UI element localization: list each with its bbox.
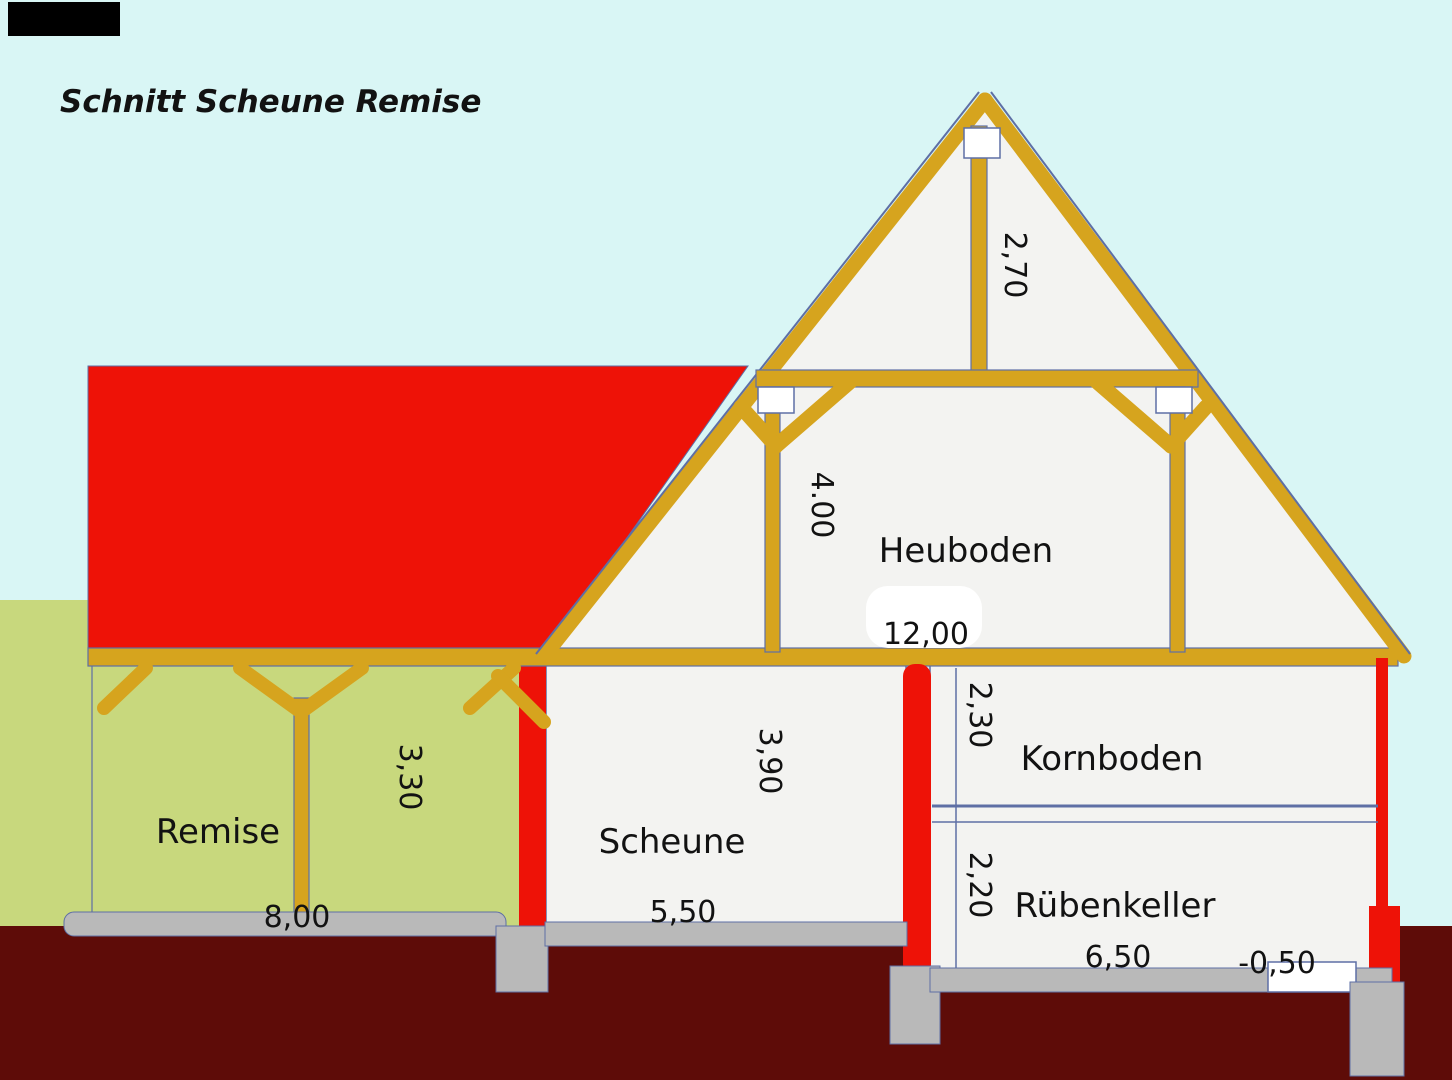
remise-brace-right [294,661,369,719]
label-kornboden: Kornboden [1021,739,1204,779]
dim-heuboden-height: 4.00 [804,472,839,539]
collar-beam [755,369,1199,388]
floor-beam [87,647,1399,667]
terrain-left [0,600,92,932]
brace-right-inner [1088,373,1179,454]
brace-left-inner [768,373,859,454]
foundation-remise [63,911,507,937]
cellar-step [1267,961,1357,993]
dim-roof-peak-height: 2,70 [997,232,1032,299]
king-post [970,125,988,375]
redaction-box [8,2,120,36]
dimension-backdrop [866,586,982,648]
dim-cellar-level: -0,50 [1238,946,1316,981]
dim-kornboden-height: 2,30 [962,682,997,749]
dim-remise-height: 3,30 [392,744,427,811]
label-heuboden: Heuboden [879,531,1053,571]
right-wall-upper [1376,658,1388,908]
brace-left-outer [733,399,784,454]
apex-plate [963,127,1001,159]
dim-ruebenkeller-width: 6,50 [1085,940,1152,975]
foundation-scheune [544,921,908,947]
page-title: Schnitt Scheune Remise [60,84,481,120]
foundation-pier-left [495,925,549,993]
label-remise: Remise [156,812,280,852]
remise-corner-brace-left [97,661,153,715]
remise-brace-left [233,661,308,719]
label-scheune: Scheune [599,822,746,862]
dim-ruebenkeller-height: 2,20 [962,852,997,919]
right-rafter-outline [990,91,1411,655]
foundation-pier-right [1349,981,1405,1077]
scheune-wall-brace [491,669,551,729]
scheune-interior [545,653,907,931]
dim-heuboden-width: 12,00 [883,617,969,652]
dim-scheune-height: 3,90 [752,728,787,795]
label-ruebenkeller: Rübenkeller [1015,886,1216,926]
dim-scheune-width: 5,50 [650,895,717,930]
kornboden-ruebenkeller-interior [929,653,1381,975]
gusset-plate-left [757,386,795,414]
dim-remise-width: 8,00 [264,900,331,935]
gusset-plate-right [1155,386,1193,414]
brace-right-outer [1163,399,1214,454]
remise-corner-brace-right [463,661,521,715]
remise-post [293,697,310,929]
center-wall [903,664,931,976]
